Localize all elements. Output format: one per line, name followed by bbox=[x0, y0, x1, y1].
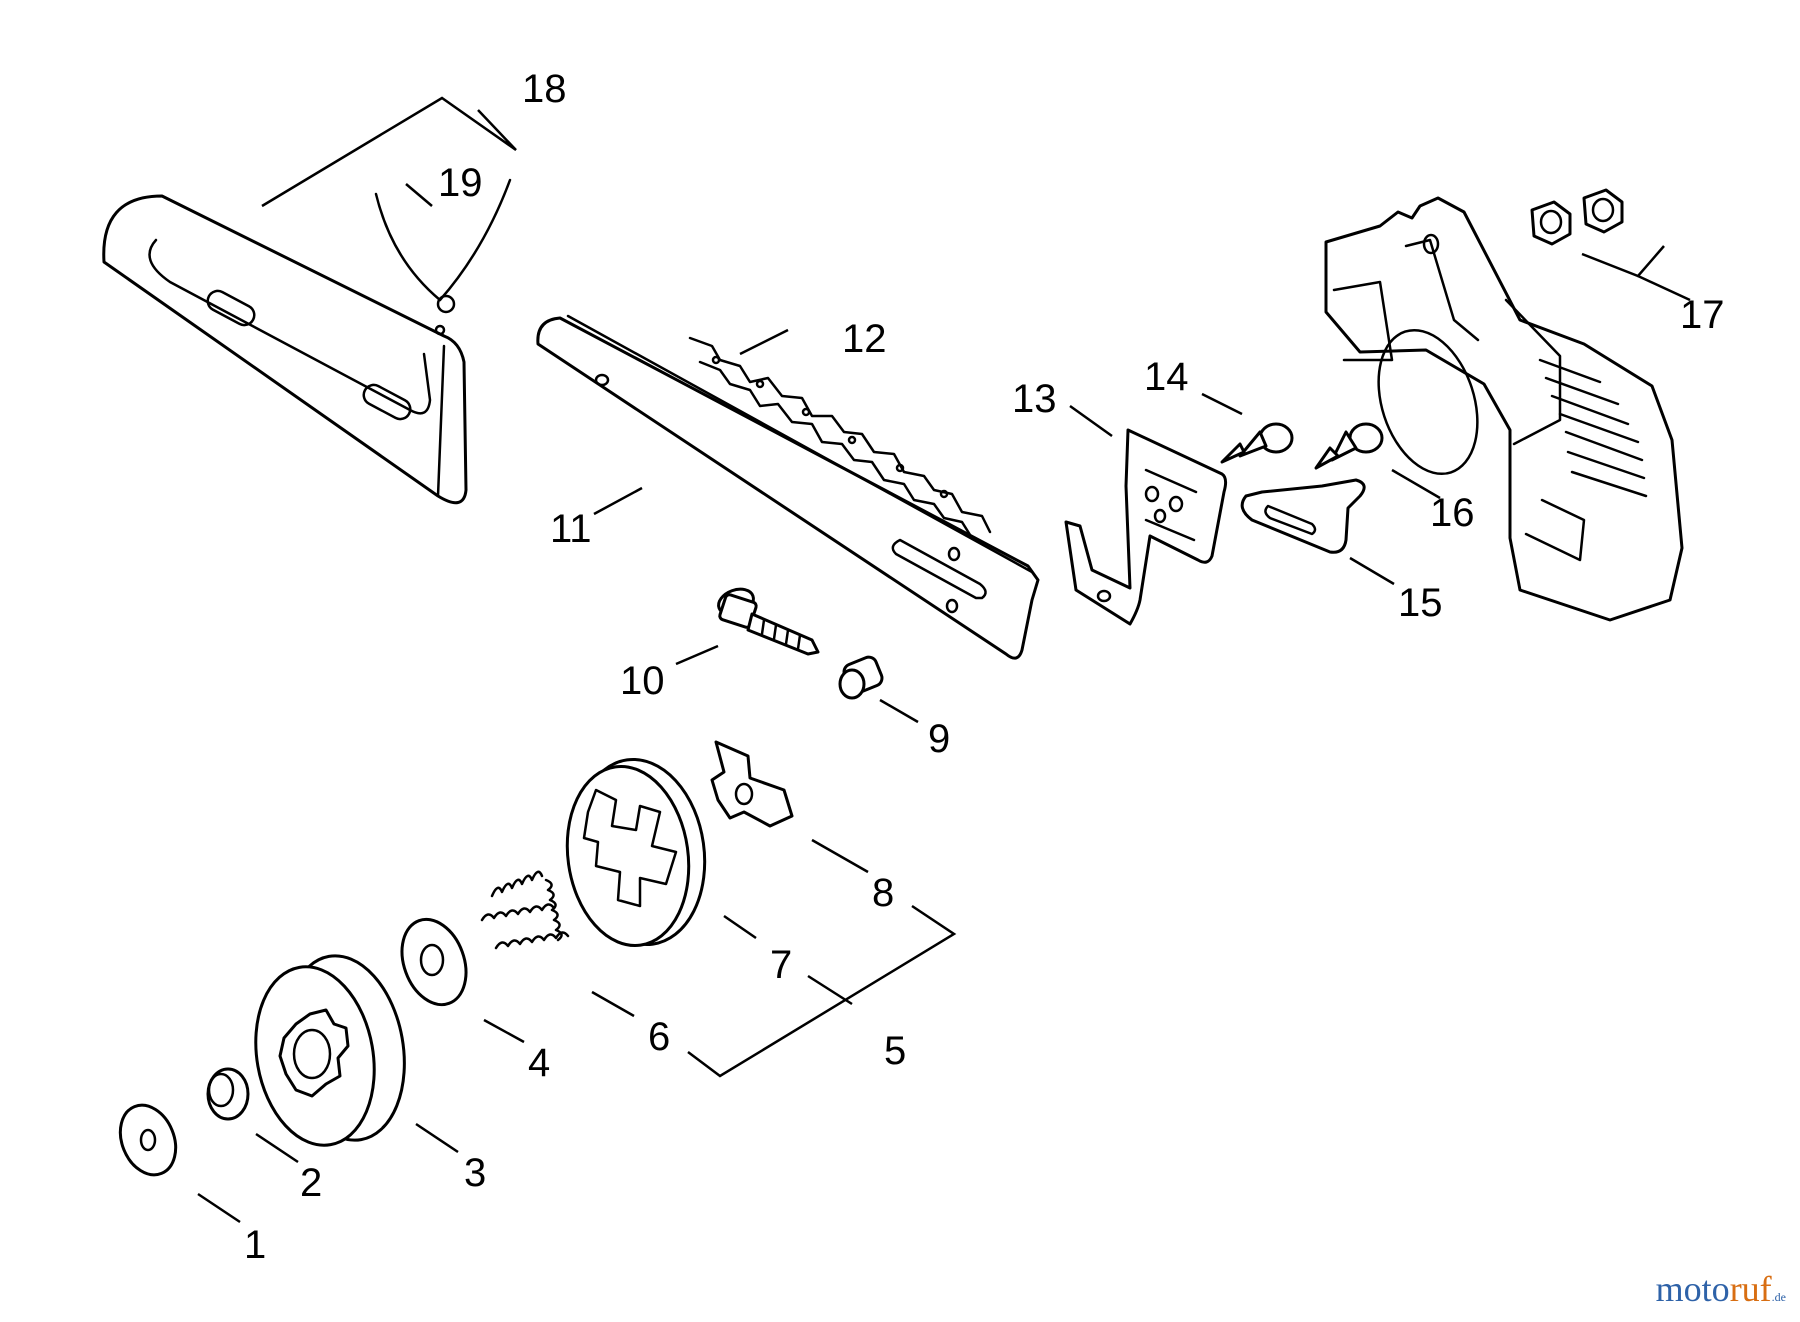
part-13-plate bbox=[1064, 428, 1228, 626]
callout-19: 19 bbox=[438, 161, 483, 205]
watermark-suffix: .de bbox=[1771, 1290, 1786, 1304]
callout-13: 13 bbox=[1012, 377, 1057, 421]
part-18-scabbard bbox=[102, 194, 468, 505]
part-14-screw bbox=[1220, 422, 1294, 464]
part-19-cord bbox=[374, 178, 512, 336]
callout-4: 4 bbox=[528, 1041, 550, 1085]
callout-7: 7 bbox=[770, 943, 792, 987]
callout-14: 14 bbox=[1144, 355, 1189, 399]
part-2-bearing bbox=[206, 1067, 250, 1121]
callout-9: 9 bbox=[928, 717, 950, 761]
leader-lines bbox=[197, 96, 1691, 1224]
part-12-saw-chain bbox=[688, 336, 992, 540]
part-11-guide-bar bbox=[536, 314, 1040, 660]
callout-8: 8 bbox=[872, 871, 894, 915]
callout-2: 2 bbox=[300, 1161, 322, 1205]
part-10-bolt bbox=[717, 587, 820, 656]
callout-16: 16 bbox=[1430, 491, 1475, 535]
callout-11: 11 bbox=[550, 507, 592, 551]
part-9-pin bbox=[838, 655, 884, 700]
part-15-tensioner bbox=[1240, 478, 1366, 554]
callout-10: 10 bbox=[620, 659, 665, 703]
watermark-logo: motoruf.de bbox=[1656, 1268, 1786, 1310]
watermark-part-b: ruf bbox=[1729, 1269, 1772, 1309]
callout-17: 17 bbox=[1680, 293, 1725, 337]
callout-12: 12 bbox=[842, 317, 887, 361]
callout-3: 3 bbox=[464, 1151, 486, 1195]
watermark-part-a: moto bbox=[1655, 1269, 1730, 1309]
part-6-springs bbox=[480, 870, 570, 950]
callout-15: 15 bbox=[1398, 581, 1443, 625]
callout-6: 6 bbox=[648, 1015, 670, 1059]
callout-5: 5 bbox=[884, 1029, 906, 1073]
callout-18: 18 bbox=[522, 67, 567, 111]
callout-numbers: 1 2 3 4 5 6 7 8 9 10 11 12 13 14 15 16 1… bbox=[244, 67, 1725, 1267]
sprocket-cover bbox=[1324, 196, 1684, 622]
part-4-washer bbox=[400, 917, 468, 1007]
callout-1: 1 bbox=[244, 1223, 266, 1267]
part-16-screw bbox=[1314, 422, 1384, 470]
part-8-clutch-hub bbox=[710, 740, 794, 828]
part-17-nuts bbox=[1530, 188, 1624, 246]
part-1-washer bbox=[118, 1103, 178, 1177]
part-3-clutch-drum bbox=[254, 954, 406, 1147]
part-7-clutch-shoe bbox=[565, 757, 707, 948]
